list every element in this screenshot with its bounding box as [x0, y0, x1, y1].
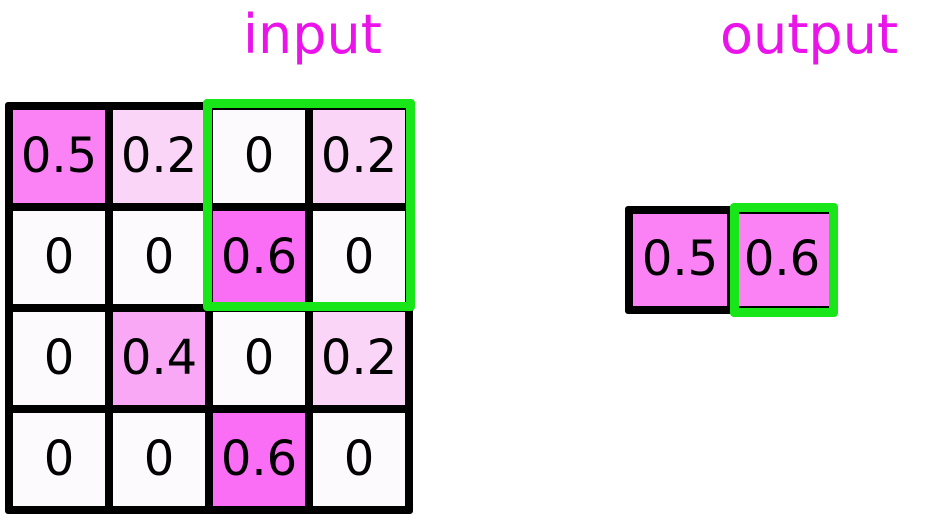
output-title: output [720, 3, 899, 66]
input-matrix: 0.5 0.2 0 0.2 0 0 0.6 0 0 0.4 0 0.2 0 0 0.6 0 [5, 102, 413, 514]
input-cell-value: 0 [343, 228, 375, 285]
input-cell-value: 0.6 [220, 430, 298, 487]
input-cell[interactable]: 0.4 [113, 312, 205, 405]
input-cell[interactable]: 0.5 [13, 110, 105, 203]
input-cell-value: 0 [143, 228, 175, 285]
output-grid: 0.5 0.6 [625, 206, 837, 314]
input-cell[interactable]: 0 [13, 211, 105, 304]
input-cell-value: 0 [243, 329, 275, 386]
input-cell-value: 0 [43, 329, 75, 386]
input-cell-value: 0.2 [120, 127, 198, 184]
input-cell-value: 0 [243, 127, 275, 184]
input-cell[interactable]: 0.2 [313, 110, 405, 203]
input-cell[interactable]: 0 [113, 211, 205, 304]
input-cell-value: 0.6 [220, 228, 298, 285]
output-cell[interactable]: 0.6 [735, 214, 829, 306]
input-cell[interactable]: 0 [13, 312, 105, 405]
output-cell-value: 0.6 [743, 231, 821, 287]
output-cell-value: 0.5 [641, 231, 719, 287]
input-cell[interactable]: 0.6 [213, 413, 305, 506]
input-cell[interactable]: 0 [113, 413, 205, 506]
input-cell-value: 0.2 [320, 329, 398, 386]
input-cell-value: 0.5 [20, 127, 98, 184]
input-cell[interactable]: 0 [313, 211, 405, 304]
input-cell-value: 0 [143, 430, 175, 487]
input-cell[interactable]: 0 [213, 110, 305, 203]
input-cell-value: 0.4 [120, 329, 198, 386]
input-cell-value: 0 [343, 430, 375, 487]
input-cell-value: 0 [43, 228, 75, 285]
output-cell[interactable]: 0.5 [633, 214, 727, 306]
input-cell-value: 0 [43, 430, 75, 487]
input-cell[interactable]: 0 [313, 413, 405, 506]
input-cell[interactable]: 0.2 [113, 110, 205, 203]
input-title: input [243, 3, 382, 66]
input-cell-value: 0.2 [320, 127, 398, 184]
input-cell[interactable]: 0.2 [313, 312, 405, 405]
input-cell[interactable]: 0.6 [213, 211, 305, 304]
output-matrix: 0.5 0.6 [625, 206, 837, 314]
input-grid: 0.5 0.2 0 0.2 0 0 0.6 0 0 0.4 0 0.2 0 0 0.6 0 [5, 102, 413, 514]
input-cell[interactable]: 0 [13, 413, 105, 506]
input-cell[interactable]: 0 [213, 312, 305, 405]
